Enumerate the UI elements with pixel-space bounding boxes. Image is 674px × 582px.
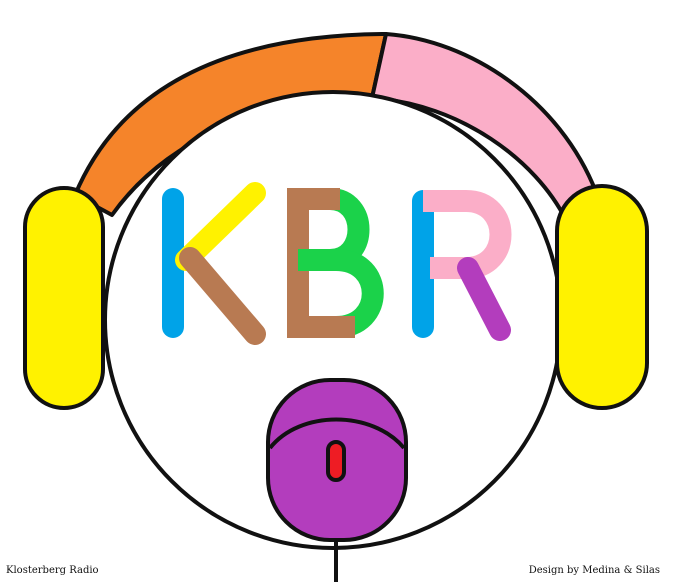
computer-mouse-icon	[266, 378, 408, 542]
letter-r	[412, 190, 512, 341]
k-upper-arm	[175, 182, 266, 271]
r-stem	[412, 190, 434, 338]
k-lower-leg	[179, 247, 266, 345]
left-earcup	[23, 186, 105, 410]
design-credit: Design by Medina & Silas	[528, 565, 660, 576]
letter-b	[287, 188, 384, 338]
station-name: Klosterberg Radio	[6, 565, 99, 576]
right-earcup	[555, 184, 649, 410]
r-leg	[457, 257, 511, 341]
mouse-button-line	[268, 417, 406, 450]
letter-k	[162, 182, 266, 345]
scroll-wheel	[326, 440, 346, 482]
k-stem	[162, 188, 184, 338]
